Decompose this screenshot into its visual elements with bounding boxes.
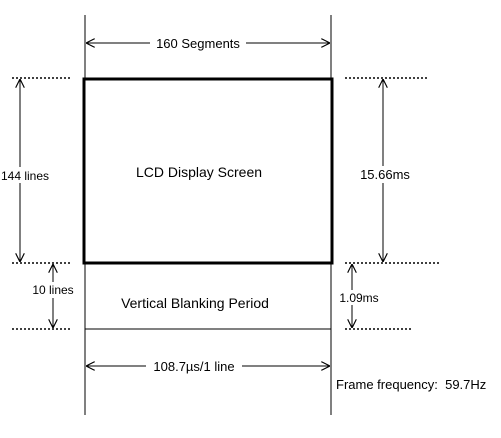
segments-label: 160 Segments [156, 36, 240, 51]
lcd-display-screen-box [82, 77, 334, 265]
display-time-label: 15.66ms [360, 167, 410, 182]
blanking-lines-label: 10 lines [32, 283, 73, 297]
frame-frequency-label: Frame frequency: 59.7Hz [336, 377, 486, 392]
lcd-display-screen-label: LCD Display Screen [136, 164, 262, 180]
display-lines-label: 144 lines [1, 169, 49, 183]
blanking-time-label: 1.09ms [339, 291, 378, 305]
vertical-blanking-box [84, 263, 332, 330]
vertical-blanking-label: Vertical Blanking Period [121, 295, 269, 311]
line-time-label: 108.7µs/1 line [153, 359, 234, 374]
